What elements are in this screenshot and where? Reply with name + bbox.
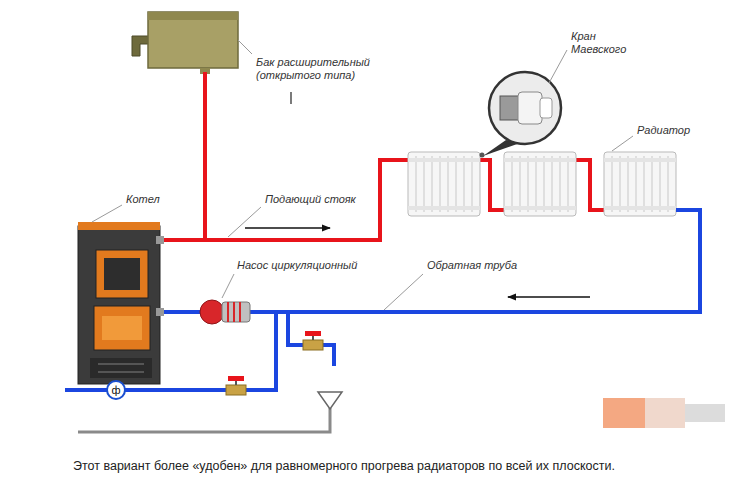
meter-letter: ф	[111, 384, 120, 396]
callout-label: Радиатор	[637, 124, 737, 137]
callout-label: Кран Маевского	[571, 30, 633, 56]
callout-label: Котел	[126, 193, 206, 206]
callout-label: Обратная труба	[427, 259, 557, 272]
callout-label: Бак расширительный (открытого типа)	[256, 56, 371, 82]
meter-symbol: ф	[106, 380, 126, 400]
callout-label: Подающий стояк	[265, 193, 395, 206]
caption: Этот вариант более «удобен» для равномер…	[73, 459, 739, 474]
callout-label: Насос циркуляционный	[237, 259, 387, 272]
